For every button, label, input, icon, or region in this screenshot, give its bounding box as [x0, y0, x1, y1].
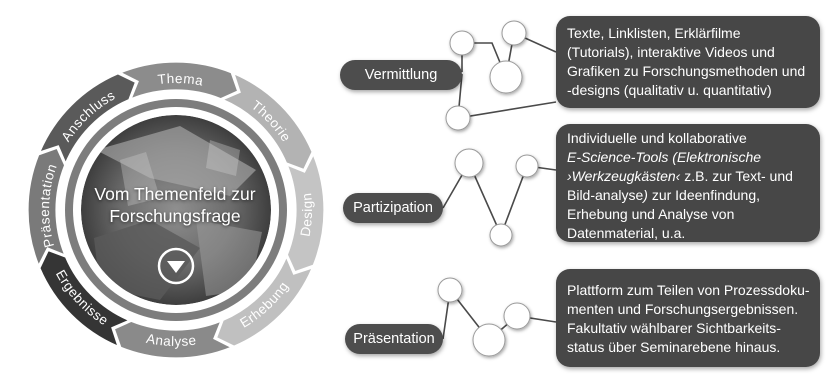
chevron-down-in-circle-icon — [157, 247, 195, 285]
box-line: menten und Forschungsergebnissen. — [567, 301, 799, 317]
box-text: Bild-analyse — [567, 187, 644, 203]
tag-label: Vermittlung — [364, 67, 438, 83]
tag-partizipation[interactable]: Partizipation — [343, 193, 443, 223]
connector-node — [489, 223, 513, 247]
wheel-segment-theorie[interactable] — [221, 72, 313, 171]
box-line: Individuelle und kollaborative — [567, 130, 747, 146]
box-line: -designs (qualitativ u. quantitativ) — [567, 82, 772, 98]
tag-vermittlung[interactable]: Vermittlung — [340, 60, 462, 90]
wheel-center-title: Vom Themenfeld zur Forschungsfrage — [94, 184, 256, 226]
wheel-label-design: Design — [298, 192, 316, 238]
box-line: Datenmaterial, u.a. — [567, 225, 686, 241]
box-partizipation: Individuelle und kollaborative E-Science… — [556, 124, 820, 242]
box-line: Erhebung und Analyse von — [567, 206, 735, 222]
box-line: Fakultativ wählbarer Sichtbarkeits- — [567, 320, 781, 336]
connector-lines — [437, 20, 557, 357]
box-line: Plattform zum Teilen von Prozessdoku- — [567, 282, 810, 298]
connector-node — [437, 277, 463, 303]
box-line-italic: E-Science-Tools (Elektronische — [567, 149, 762, 165]
box-line: Grafiken zu Forschungsmethoden und — [567, 63, 806, 79]
connector-node — [445, 105, 471, 131]
wheel-label-thema: Thema — [157, 71, 205, 89]
connector-node — [449, 30, 475, 56]
connector-node — [501, 20, 527, 46]
process-wheel — [27, 61, 325, 359]
wheel-label-analyse: Analyse — [145, 331, 197, 349]
box-line: ›Werkzeugkästen‹ z.B. zur Text- und — [567, 167, 810, 186]
connector-node — [489, 60, 523, 94]
chevron-down-icon — [167, 261, 185, 273]
wheel-segment-anschluss[interactable] — [38, 73, 137, 165]
center-photo — [81, 115, 271, 305]
tag-label: Präsentation — [353, 331, 435, 347]
box-text: zur Ideenfindung, — [647, 187, 761, 203]
wheel-segment-erhebung[interactable] — [215, 255, 314, 347]
connector-node — [515, 154, 539, 178]
box-praesentation: Plattform zum Teilen von Prozessdoku- me… — [556, 269, 820, 367]
play-button[interactable] — [157, 247, 195, 285]
connector-node — [454, 148, 484, 178]
connector-node — [472, 323, 506, 357]
box-italic-text: ›Werkzeugkästen‹ — [567, 168, 681, 184]
wheel-segment-ergebnisse[interactable] — [39, 249, 131, 348]
connector-node — [503, 302, 531, 330]
box-line: status über Seminarebene hinaus. — [567, 339, 781, 355]
wheel-segment-design[interactable] — [286, 153, 325, 273]
box-line: Texte, Linklisten, Erklärfilme — [567, 25, 741, 41]
wheel-segment-thema[interactable] — [119, 61, 239, 100]
wheel-segment-analyse[interactable] — [113, 320, 233, 359]
box-line: (Tutorials), interaktive Videos und — [567, 44, 775, 60]
wheel-segment-präsentation[interactable] — [27, 147, 66, 267]
box-italic-text: ) — [643, 187, 648, 203]
tag-praesentation[interactable]: Präsentation — [345, 324, 443, 354]
box-line: Bild-analyse) zur Ideenfindung, — [567, 186, 810, 205]
box-text: z.B. zur Text- und — [680, 168, 793, 184]
tag-label: Partizipation — [353, 200, 433, 216]
box-vermittlung: Texte, Linklisten, Erklärfilme (Tutorial… — [556, 16, 820, 108]
